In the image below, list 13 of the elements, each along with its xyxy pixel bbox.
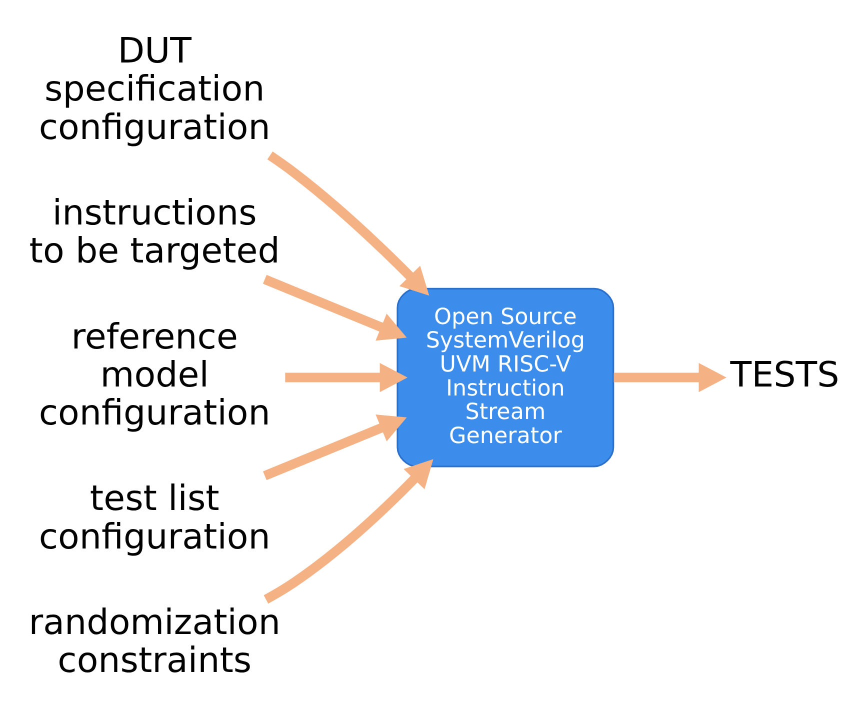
arrow xyxy=(262,274,407,341)
node-box: Open Source SystemVerilog UVM RISC-V Instruction Stream Generator xyxy=(396,288,614,468)
arrow xyxy=(614,363,726,392)
arrow xyxy=(264,459,434,604)
arrow xyxy=(285,363,408,392)
node-text: instructions to be targeted xyxy=(29,194,280,272)
arrow xyxy=(267,152,430,296)
node-text: randomization constraints xyxy=(28,603,280,682)
node-text: test list configuration xyxy=(38,479,270,558)
arrow xyxy=(262,414,407,480)
node-text: TESTS xyxy=(730,355,840,396)
node-text: DUT specification configuration xyxy=(38,32,270,148)
node-text: reference model configuration xyxy=(38,317,270,434)
